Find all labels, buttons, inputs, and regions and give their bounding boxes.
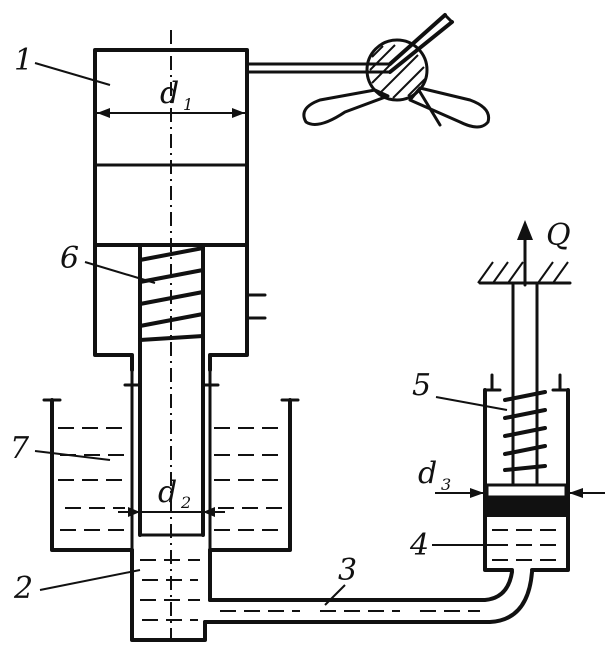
label-2: 2 bbox=[13, 571, 33, 606]
pipe-3 bbox=[203, 570, 534, 624]
label-3: 3 bbox=[338, 553, 357, 588]
spring-6 bbox=[138, 246, 205, 342]
d3-subscript: 3 bbox=[441, 475, 451, 494]
force-arrow-q: Q bbox=[517, 218, 571, 287]
label-7: 7 bbox=[10, 431, 30, 466]
tank-7 bbox=[42, 383, 300, 552]
d2-label: d bbox=[158, 475, 177, 510]
label-1: 1 bbox=[14, 43, 33, 78]
leader-7 bbox=[34, 450, 111, 461]
piston-rod-5 bbox=[503, 283, 547, 487]
label-4: 4 bbox=[409, 528, 429, 563]
d2-subscript: 2 bbox=[180, 493, 191, 512]
cylinder-4 bbox=[483, 373, 570, 572]
leader-2 bbox=[39, 569, 141, 591]
leader-5 bbox=[435, 396, 508, 411]
part-labels: 1 2 3 4 5 6 7 bbox=[10, 43, 508, 606]
d1-label: d bbox=[160, 76, 179, 111]
dimension-d2: d 2 bbox=[118, 475, 225, 517]
chamber-2 bbox=[130, 548, 212, 642]
leader-1 bbox=[34, 62, 111, 86]
leader-3 bbox=[324, 584, 346, 606]
d3-label: d bbox=[418, 456, 437, 491]
lever-handle bbox=[245, 13, 491, 129]
cylinder-1 bbox=[93, 48, 267, 387]
dimension-d3: d 3 bbox=[418, 456, 605, 498]
label-6: 6 bbox=[60, 241, 79, 276]
d1-subscript: 1 bbox=[183, 95, 193, 114]
force-label: Q bbox=[546, 218, 571, 253]
label-5: 5 bbox=[412, 368, 431, 403]
leader-6 bbox=[84, 261, 156, 284]
